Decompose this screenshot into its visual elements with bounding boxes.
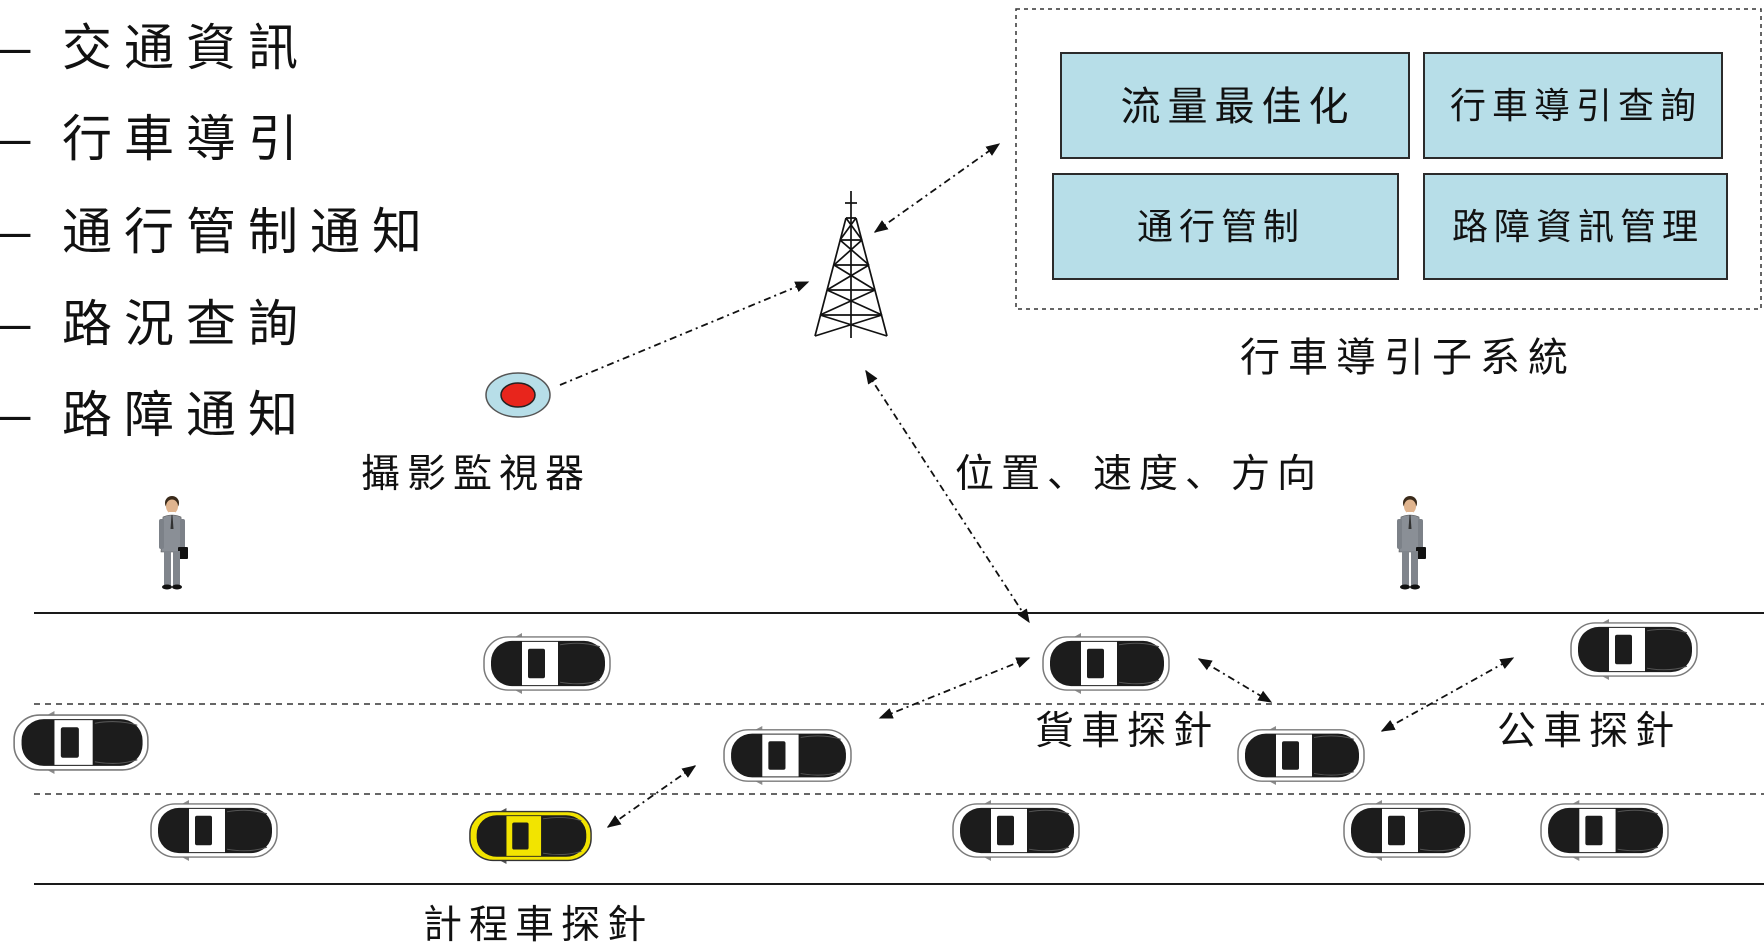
truck-probe-label: 貨車探針 [1035, 710, 1219, 753]
list-item-label: 路況查詢 [62, 296, 310, 352]
list-item-label: 交通資訊 [62, 20, 310, 76]
taxi-icon [469, 808, 592, 864]
car-icon [1237, 726, 1365, 785]
list-item-label: 行車導引 [62, 111, 310, 167]
list-item-label: 路障通知 [62, 387, 310, 443]
guidance-subsystem: 流量最佳化 行車導引查詢 通行管制 路障資訊管理 行車導引子系統 [1015, 8, 1762, 380]
radio-tower-icon [814, 191, 888, 338]
link-truck-car [1197, 658, 1273, 703]
module-obstacle-management: 路障資訊管理 [1423, 173, 1728, 280]
person-icon [158, 495, 189, 590]
module-box [1423, 173, 1728, 280]
module-box [1423, 52, 1723, 159]
car-icon [483, 633, 611, 694]
taxi-probe-label: 計程車探針 [423, 904, 653, 947]
link-car-bus [1380, 657, 1515, 732]
truck-probe-car-icon [1042, 633, 1170, 694]
list-item-label: 通行管制通知 [62, 204, 434, 260]
link-truck-car [878, 657, 1031, 719]
module-label: 流量最佳化 [1121, 84, 1356, 129]
module-label: 行車導引查詢 [1450, 86, 1702, 126]
link-car-taxi [606, 765, 697, 828]
list-item: – 路障通知 [0, 376, 310, 447]
car-icon [1540, 800, 1669, 861]
list-item: – 路況查詢 [0, 285, 310, 356]
bullet-marker: – [0, 193, 31, 264]
car-icon [1570, 619, 1698, 680]
bullet-marker: – [0, 285, 31, 356]
service-list: – 交通資訊 – 行車導引 – 通行管制通知 – 路況查詢 – 路障通知 [0, 9, 434, 447]
bullet-marker: – [0, 100, 31, 171]
list-item: – 交通資訊 [0, 9, 310, 80]
list-item: – 通行管制通知 [0, 193, 434, 264]
camera-label: 攝影監視器 [361, 453, 591, 496]
bullet-marker: – [0, 376, 31, 447]
surveillance-camera-icon [485, 372, 551, 418]
subsystem-frame [1015, 8, 1762, 310]
module-flow-optimization: 流量最佳化 [1060, 52, 1410, 159]
communication-links [559, 143, 1515, 828]
probe-data-label: 位置、速度、方向 [955, 453, 1323, 496]
car-icon [1343, 800, 1471, 861]
module-label: 路障資訊管理 [1452, 207, 1704, 247]
module-route-query: 行車導引查詢 [1423, 52, 1723, 159]
car-icon [952, 800, 1080, 861]
car-icon [723, 726, 852, 785]
link-camera-tower [559, 281, 810, 386]
bullet-marker: – [0, 9, 31, 80]
list-item: – 行車導引 [0, 100, 310, 171]
vehicles [13, 619, 1698, 864]
person-icon [1396, 495, 1427, 590]
module-box [1060, 52, 1410, 159]
module-label: 通行管制 [1137, 207, 1305, 247]
car-icon [13, 711, 149, 774]
link-tower-subsystem [873, 143, 1001, 233]
module-box [1052, 173, 1399, 280]
module-access-control: 通行管制 [1052, 173, 1399, 280]
link-tower-truck [865, 369, 1030, 624]
bus-probe-label: 公車探針 [1497, 710, 1681, 753]
subsystem-title: 行車導引子系統 [1240, 335, 1576, 380]
car-icon [150, 800, 278, 861]
